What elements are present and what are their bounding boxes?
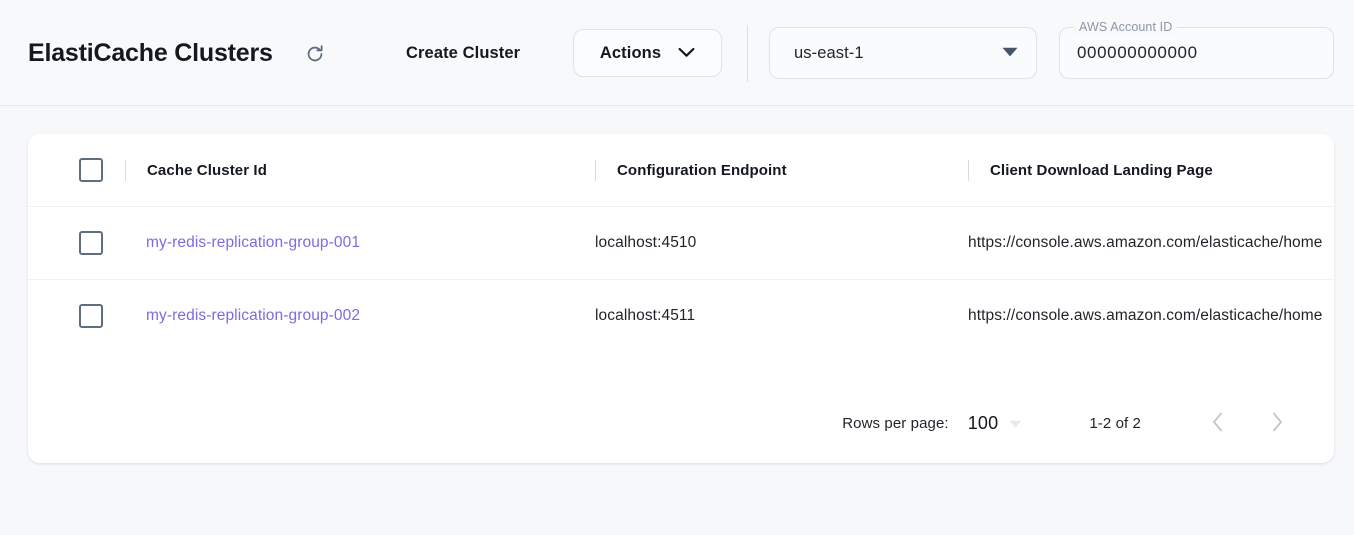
main-content: Cache Cluster Id Configuration Endpoint … bbox=[0, 106, 1354, 535]
cell-configuration-endpoint: localhost:4510 bbox=[595, 234, 697, 251]
clusters-card: Cache Cluster Id Configuration Endpoint … bbox=[28, 134, 1334, 463]
cell-cache-cluster-id: my-redis-replication-group-001 bbox=[125, 207, 595, 280]
column-divider bbox=[968, 159, 969, 181]
row-select-cell bbox=[28, 280, 125, 353]
refresh-icon bbox=[304, 43, 326, 65]
dropdown-triangle-icon bbox=[1002, 44, 1018, 62]
table-row[interactable]: my-redis-replication-group-002 localhost… bbox=[28, 279, 1334, 353]
table-header: Cache Cluster Id Configuration Endpoint … bbox=[28, 134, 1334, 207]
app-header: ElastiCache Clusters Create Cluster Acti… bbox=[0, 0, 1354, 106]
region-select-value: us-east-1 bbox=[794, 43, 864, 62]
previous-page-button[interactable] bbox=[1197, 403, 1239, 445]
aws-account-id-value: 000000000000 bbox=[1077, 43, 1198, 62]
clusters-table: Cache Cluster Id Configuration Endpoint … bbox=[28, 134, 1334, 353]
row-checkbox[interactable] bbox=[79, 304, 103, 329]
table-header-row: Cache Cluster Id Configuration Endpoint … bbox=[28, 134, 1334, 207]
cell-client-download-landing-page: https://console.aws.amazon.com/elasticac… bbox=[968, 234, 1323, 251]
row-select-cell bbox=[28, 207, 125, 280]
cluster-id-link[interactable]: my-redis-replication-group-002 bbox=[146, 307, 361, 325]
actions-button[interactable]: Actions bbox=[573, 29, 722, 77]
pagination-bar: Rows per page: 100 1-2 of 2 bbox=[28, 384, 1334, 463]
page-title: ElastiCache Clusters bbox=[28, 39, 273, 67]
column-header-label: Cache Cluster Id bbox=[147, 161, 267, 179]
cell-cache-cluster-id: my-redis-replication-group-002 bbox=[125, 280, 595, 353]
region-select[interactable]: us-east-1 bbox=[769, 27, 1037, 79]
column-header-label: Configuration Endpoint bbox=[617, 161, 787, 179]
table-row[interactable]: my-redis-replication-group-001 localhost… bbox=[28, 206, 1334, 280]
rows-per-page-select[interactable]: 100 bbox=[968, 413, 1023, 434]
cluster-id-link[interactable]: my-redis-replication-group-001 bbox=[146, 234, 361, 251]
column-header-cache-cluster-id[interactable]: Cache Cluster Id bbox=[125, 134, 595, 207]
create-cluster-button[interactable]: Create Cluster bbox=[406, 40, 520, 66]
pagination-nav bbox=[1197, 403, 1298, 445]
row-checkbox[interactable] bbox=[79, 231, 103, 255]
chevron-right-icon bbox=[1271, 412, 1283, 435]
aws-account-id-field[interactable]: AWS Account ID 000000000000 bbox=[1059, 20, 1334, 79]
column-divider bbox=[595, 159, 596, 181]
column-header-client-download-landing-page[interactable]: Client Download Landing Page bbox=[968, 134, 1334, 207]
chevron-down-icon bbox=[678, 46, 695, 61]
column-header-configuration-endpoint[interactable]: Configuration Endpoint bbox=[595, 134, 968, 207]
rows-per-page-value: 100 bbox=[967, 413, 999, 433]
select-all-cell bbox=[28, 134, 125, 207]
rows-per-page-label: Rows per page: bbox=[842, 415, 949, 432]
header-divider bbox=[747, 25, 748, 82]
column-divider bbox=[125, 159, 126, 181]
pagination-range: 1-2 of 2 bbox=[1089, 415, 1141, 432]
select-all-checkbox[interactable] bbox=[79, 158, 103, 182]
aws-account-id-label: AWS Account ID bbox=[1074, 20, 1178, 35]
chevron-left-icon bbox=[1212, 412, 1224, 435]
refresh-button[interactable] bbox=[300, 39, 330, 69]
cell-configuration-endpoint: localhost:4511 bbox=[595, 307, 696, 325]
table-body: my-redis-replication-group-001 localhost… bbox=[28, 206, 1334, 353]
column-header-label: Client Download Landing Page bbox=[990, 161, 1213, 179]
actions-button-label: Actions bbox=[599, 43, 662, 62]
next-page-button[interactable] bbox=[1256, 403, 1298, 445]
dropdown-triangle-icon bbox=[1009, 415, 1022, 433]
cell-client-download-landing-page: https://console.aws.amazon.com/elasticac… bbox=[968, 307, 1323, 325]
